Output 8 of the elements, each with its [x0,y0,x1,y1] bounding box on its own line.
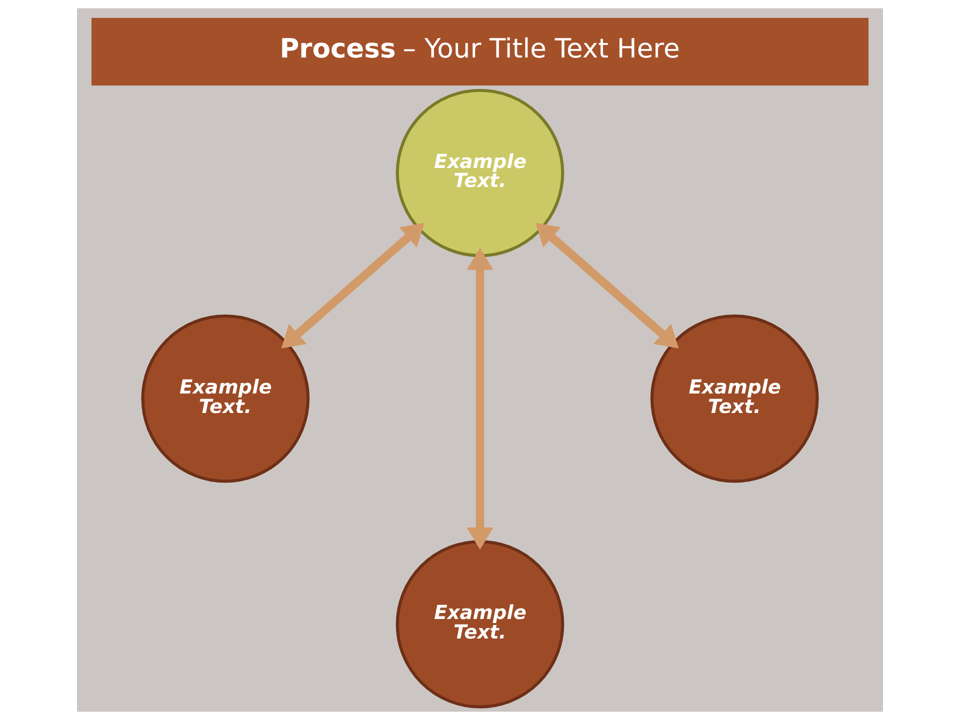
arrow [536,222,679,348]
arrow [466,248,494,550]
diagram-title: Process – Your Title Text Here [280,33,680,64]
node-circle: Example Text. [396,88,564,258]
node-circle: Example Text. [650,314,819,483]
node-circle: Example Text. [141,314,310,483]
node-circle: Example Text. [396,540,564,708]
arrow [281,222,424,348]
